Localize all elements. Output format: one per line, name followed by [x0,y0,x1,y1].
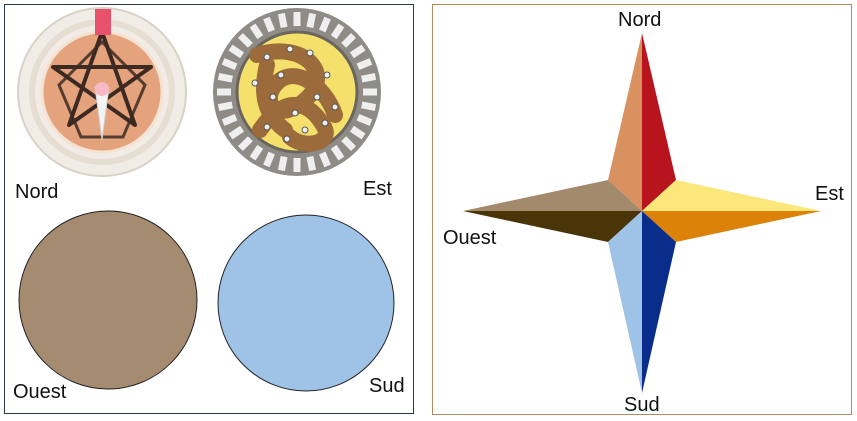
left-label-est: Est [363,178,392,200]
est-ring-tick [228,44,245,59]
right-label-ouest: Ouest [443,227,497,249]
ouest-circle [18,210,198,390]
compass-point-s-right [642,211,676,393]
est-ring-tick [341,136,357,152]
right-label-nord: Nord [618,9,662,31]
right-panel: Nord Est Ouest Sud [432,4,852,416]
compass-point-e-top [642,180,821,211]
est-ring-tick [221,58,238,70]
est-ring-tick [361,72,377,83]
compass-point-s-left [608,211,642,393]
est-ring-tick [356,114,373,126]
compass-point-w-bot [463,211,642,242]
left-panel-art [17,7,395,392]
est-ring-tick [349,44,366,59]
est-knot-badge-icon [213,8,381,176]
est-ring-tick [217,72,233,83]
est-ring-tick [263,16,275,33]
est-ring-tick [319,16,331,33]
est-ring-tick [277,156,288,172]
est-ring-tick [217,101,233,112]
est-ring-tick [361,101,377,112]
compass-rose-icon [463,33,821,393]
est-ring-tick [263,151,275,168]
est-ring-tick [306,12,317,28]
left-label-nord: Nord [15,181,59,203]
compass-point-n-left [608,33,642,211]
compass-point-e-bot [642,211,821,242]
est-ring-tick [349,125,366,140]
est-ring-tick [330,23,345,40]
left-panel: Nord Est Ouest Sud [4,4,414,414]
est-ring-tick [237,32,253,48]
est-ring-tick [249,23,264,40]
compass-point-n-right [642,33,676,211]
est-ring-tick [319,151,331,168]
compass-point-w-top [463,180,642,211]
left-label-ouest: Ouest [13,381,67,403]
est-ring-tick [341,32,357,48]
est-ring-tick [221,114,238,126]
est-ring-tick [249,144,264,161]
est-ring-tick [228,125,245,140]
right-label-est: Est [815,183,844,205]
est-ring-tick [237,136,253,152]
est-ring-tick [277,12,288,28]
est-ring-tick [356,58,373,70]
est-ring-tick [330,144,345,161]
sud-circle [217,214,395,392]
est-ring-tick [306,156,317,172]
right-label-sud: Sud [624,394,660,416]
left-label-sud: Sud [369,375,405,397]
nord-dreamcatcher-badge-icon [17,7,187,177]
